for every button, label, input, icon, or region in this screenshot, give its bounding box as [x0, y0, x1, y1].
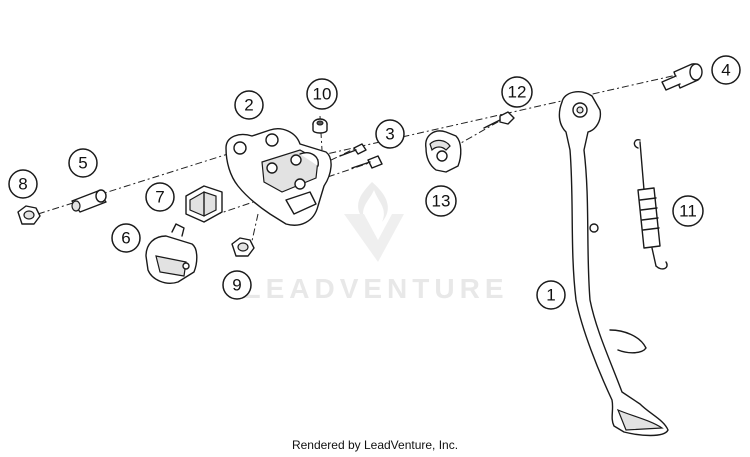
part-3-screws	[339, 143, 383, 169]
part-11-spring	[633, 138, 668, 270]
callout-8-label: 8	[18, 175, 27, 194]
callout-12: 12	[501, 76, 533, 108]
callout-3-label: 3	[385, 125, 394, 144]
leadventure-watermark: LEADVENTURE	[243, 182, 508, 304]
callout-2-label: 2	[244, 96, 253, 115]
callout-8: 8	[8, 169, 38, 199]
callout-3: 3	[375, 119, 405, 149]
part-1-side-stand	[558, 91, 669, 437]
part-7-switch-block	[185, 185, 223, 223]
part-13-bracket-clip	[425, 130, 462, 173]
part-10-grommet	[312, 118, 328, 134]
part-12-bolt	[483, 111, 515, 129]
callout-6: 6	[111, 223, 141, 253]
callout-13: 13	[425, 185, 457, 217]
callout-9: 9	[222, 270, 252, 300]
callout-10-label: 10	[313, 85, 332, 104]
callout-11-label: 11	[679, 202, 697, 221]
callout-12-label: 12	[508, 83, 527, 102]
watermark-text: LEADVENTURE	[243, 273, 508, 304]
part-4-pivot-bolt	[661, 63, 703, 91]
part-8-hex-nut	[17, 205, 41, 225]
part-6-sensor-cover	[145, 223, 198, 284]
callout-2: 2	[234, 90, 264, 120]
callout-1: 1	[536, 280, 566, 310]
callout-1-label: 1	[546, 286, 555, 305]
callout-7-label: 7	[155, 188, 164, 207]
callout-9-label: 9	[232, 276, 241, 295]
callout-4: 4	[711, 55, 741, 85]
footer-credit: Rendered by LeadVenture, Inc.	[292, 438, 458, 452]
callout-7: 7	[145, 182, 175, 212]
part-5-spacer-sleeve	[71, 189, 107, 213]
part-2-mounting-bracket	[225, 128, 332, 226]
callout-5-label: 5	[78, 154, 87, 173]
part-9-nut	[231, 237, 255, 257]
callout-4-label: 4	[721, 61, 730, 80]
callout-10: 10	[306, 78, 338, 110]
callout-5: 5	[68, 148, 98, 178]
callout-6-label: 6	[121, 229, 130, 248]
callout-11: 11	[672, 195, 704, 227]
callout-13-label: 13	[432, 192, 451, 211]
